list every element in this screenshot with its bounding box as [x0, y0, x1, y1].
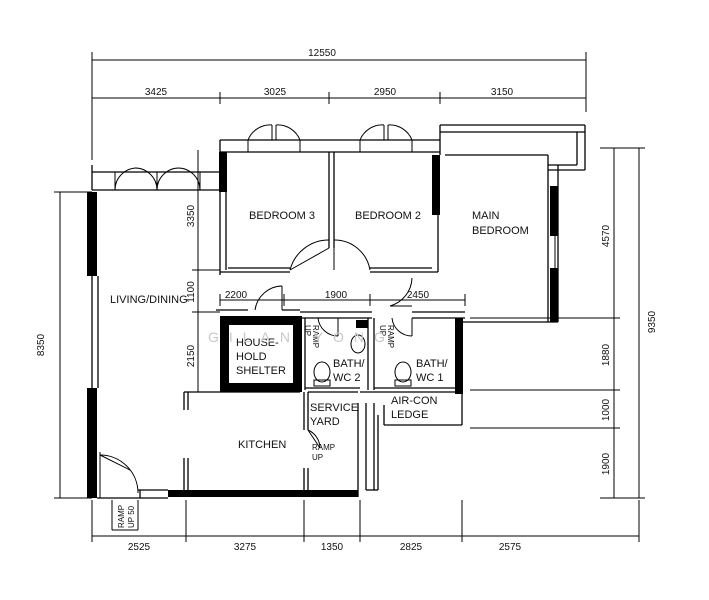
bedroom-3-label: BEDROOM 3 [249, 210, 315, 222]
bath-2-label-line1: BATH/ [333, 358, 366, 370]
watermark: GILAN YONG [208, 329, 395, 345]
bath-2-ramp-label-line1: RAMP [311, 325, 320, 348]
windows [114, 124, 413, 191]
left-dimension-3: 2150 [186, 344, 197, 367]
service-yard-label-line1: SERVICE [310, 402, 358, 414]
bottom-dimension-3: 1350 [321, 542, 344, 553]
bath-1-ramp-label-line2: UP [378, 325, 387, 336]
yard-ramp-label-line1: RAMP [312, 443, 335, 452]
right-dimension-4: 1900 [601, 452, 612, 475]
bath-1-ramp-label-line1: RAMP [386, 325, 395, 348]
right-dimension-2: 1880 [601, 343, 612, 366]
top-dimension-3: 2950 [374, 87, 397, 98]
right-dimension-1: 4570 [601, 224, 612, 247]
bottom-dimension-2: 3275 [234, 542, 257, 553]
bath-2-label-line2: WC 2 [333, 372, 361, 384]
top-total-dimension: 12550 [308, 48, 336, 59]
bottom-dimension-4: 2825 [400, 542, 423, 553]
left-dimension-2: 1100 [186, 281, 197, 303]
living-dining-label: LIVING/DINING [110, 294, 188, 306]
fixtures [313, 334, 412, 387]
bottom-dimensions: 2525 3275 1350 2825 2575 [91, 500, 640, 553]
interior-walls [183, 152, 465, 490]
main-bedroom-label-line2: BEDROOM [472, 225, 529, 237]
ramp-labels: RAMP UP RAMP UP RAMP UP RAMP UP 50 [111, 325, 395, 531]
left-total-dimension: 8350 [36, 333, 47, 356]
doors [99, 239, 413, 498]
bath-1-label-line2: WC 1 [416, 372, 444, 384]
entrance-ramp-label-line1: RAMP [117, 505, 126, 528]
entrance-ramp-label-line2: UP 50 [127, 505, 136, 528]
aircon-ledge-label-line2: LEDGE [391, 409, 428, 421]
left-dimensions: 8350 3350 1100 2150 [36, 150, 220, 499]
mid-dimensions: 2200 1900 2450 [219, 290, 466, 306]
mid-dimension-2: 1900 [325, 290, 348, 301]
top-dimension-1: 3425 [145, 87, 168, 98]
left-dimension-1: 3350 [186, 204, 197, 227]
top-dimension-4: 3150 [491, 87, 514, 98]
bottom-dimension-5: 2575 [499, 542, 522, 553]
room-labels: BEDROOM 3 BEDROOM 2 MAIN BEDROOM LIVING/… [110, 210, 529, 451]
bottom-dimension-1: 2525 [128, 542, 151, 553]
shelter-label-line1: HOUSE- [236, 337, 279, 349]
main-bedroom-label-line1: MAIN [472, 210, 500, 222]
mid-dimension-1: 2200 [225, 290, 248, 301]
kitchen-label: KITCHEN [238, 439, 286, 451]
shelter-label-line3: SHELTER [236, 365, 286, 377]
exterior-walls [87, 124, 586, 499]
bath-1-label-line1: BATH/ [416, 358, 449, 370]
right-dimensions: 9350 4570 1880 1000 1900 [470, 147, 658, 499]
yard-ramp-label-line2: UP [312, 453, 323, 462]
bedroom-2-label: BEDROOM 2 [355, 210, 421, 222]
top-dimension-2: 3025 [264, 87, 287, 98]
shelter-label-line2: HOLD [236, 351, 267, 363]
bath-2-ramp-label-line2: UP [303, 325, 312, 336]
right-dimension-3: 1000 [601, 398, 612, 421]
mid-dimension-3: 2450 [407, 290, 430, 301]
right-total-dimension: 9350 [647, 310, 658, 333]
service-yard-label-line2: YARD [310, 416, 340, 428]
aircon-ledge-label-line1: AIR-CON [391, 395, 438, 407]
top-dimensions: 12550 3425 3025 2950 3150 [91, 48, 587, 160]
